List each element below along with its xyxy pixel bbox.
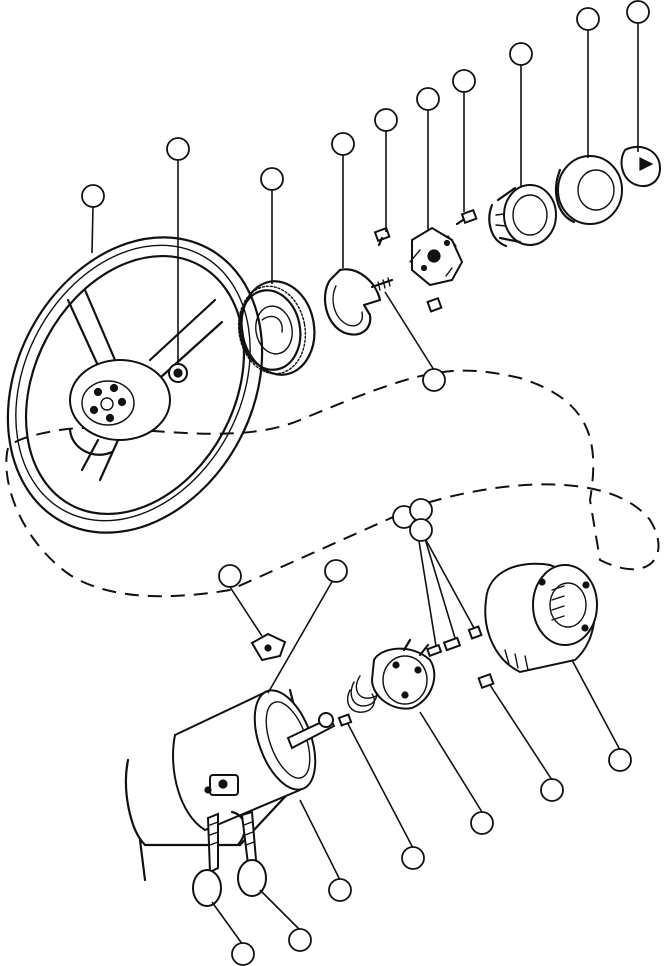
screw-top-left <box>373 226 391 247</box>
callout-bubble <box>416 87 440 111</box>
callout-bubble <box>409 498 433 522</box>
callouts <box>81 0 650 966</box>
screw-set <box>426 625 495 690</box>
callout-bubble <box>608 748 632 772</box>
retainer-plate <box>250 632 287 662</box>
cancelling-cam <box>409 226 464 287</box>
bolt-left <box>192 812 222 907</box>
bearing-collar <box>554 155 623 225</box>
steering-wheel <box>6 236 264 534</box>
steering-shaft <box>286 712 336 750</box>
callout-bubble <box>540 778 564 802</box>
callout-bubble <box>374 108 398 132</box>
callout-bubble <box>470 811 494 835</box>
callout-bubble <box>231 942 255 966</box>
callout-bubble <box>166 137 190 161</box>
callout-bubble <box>218 564 242 588</box>
horn-contact-plate <box>237 280 316 376</box>
callout-bubble <box>331 132 355 156</box>
callout-bubble <box>509 42 533 66</box>
screw-lower <box>426 296 443 313</box>
callout-bubble <box>324 559 348 583</box>
callout-bubble <box>626 0 650 24</box>
column-shroud <box>484 562 598 674</box>
bushing-sleeve <box>488 184 557 248</box>
callout-bubble <box>409 518 433 542</box>
callout-bubble <box>81 184 105 208</box>
callout-bubble <box>288 928 312 952</box>
column-housing <box>124 688 317 882</box>
callout-bubble <box>422 368 446 392</box>
callout-bubble <box>576 7 600 31</box>
callout-bubble <box>328 878 352 902</box>
hub-nut <box>168 363 188 383</box>
bolt-right <box>237 810 267 897</box>
screw-top-right <box>455 208 478 226</box>
callout-bubble <box>401 846 425 870</box>
switch-plate <box>370 638 436 710</box>
leader-lines <box>91 22 639 946</box>
contact-spring <box>370 277 394 291</box>
snap-ring <box>323 268 382 336</box>
callout-bubble <box>260 167 284 191</box>
end-cap <box>620 145 662 187</box>
grub-screw <box>337 713 353 727</box>
dashed-group-boundary <box>5 369 660 598</box>
callout-bubble <box>452 69 476 93</box>
